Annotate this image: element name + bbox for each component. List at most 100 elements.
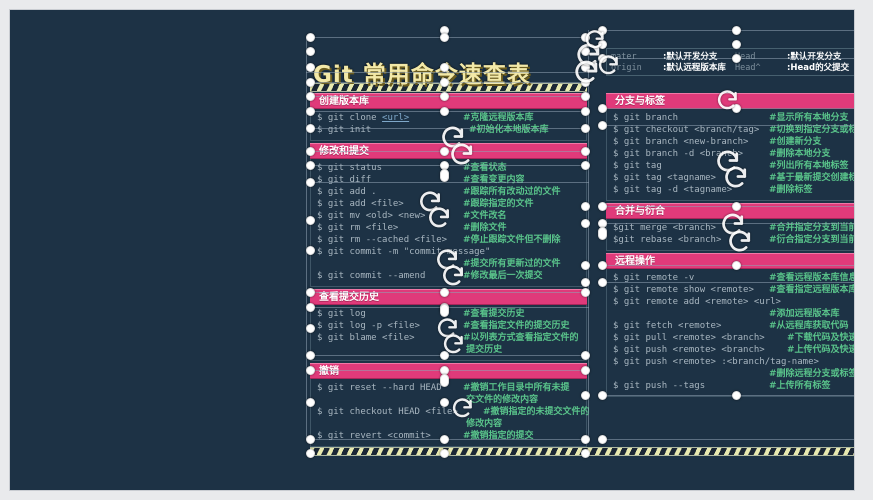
rotate-handle[interactable] (440, 263, 466, 289)
resize-handle[interactable] (305, 91, 315, 101)
resize-handle[interactable] (580, 160, 590, 170)
resize-handle[interactable] (439, 146, 449, 156)
resize-handle[interactable] (305, 160, 315, 170)
command-comment: #从远程库获取代码 (769, 321, 849, 331)
resize-handle-vertical[interactable] (597, 226, 607, 240)
section-header[interactable]: 创建版本库 (310, 93, 587, 109)
git-command: $git merge <branch> (613, 223, 716, 233)
rotate-handle[interactable] (417, 189, 443, 215)
resize-handle[interactable] (580, 46, 590, 56)
resize-handle[interactable] (305, 350, 315, 360)
resize-handle[interactable] (305, 106, 315, 116)
resize-handle[interactable] (731, 260, 741, 270)
section: 合并与衍合$git merge <branch>#合并指定分支到当前分支$git… (606, 203, 854, 251)
rotate-handle[interactable] (450, 396, 475, 421)
command-comment: #添加远程版本库 (769, 309, 840, 319)
resize-handle[interactable] (580, 260, 590, 270)
resize-handle[interactable] (597, 120, 607, 130)
rotate-handle[interactable] (448, 141, 475, 168)
git-command: $ git status (317, 163, 383, 173)
command-row: $ git push <remote> :<branch/tag-name> (607, 356, 854, 368)
rotate-handle[interactable] (715, 88, 740, 113)
rotate-handle[interactable] (435, 316, 460, 341)
resize-handle[interactable] (731, 390, 741, 400)
command-row: $ git pull <remote> <branch>#下载代码及快速合并 (607, 332, 854, 344)
resize-handle[interactable] (305, 365, 315, 375)
resize-handle[interactable] (439, 77, 449, 87)
resize-handle[interactable] (731, 201, 741, 211)
resize-handle[interactable] (731, 103, 741, 113)
rotate-handle[interactable] (426, 205, 452, 231)
cheatsheet-poster[interactable]: Git 常用命令速查表 mater :默认开发分支 Head :默认开发分支 o… (299, 31, 854, 456)
selection-guide (602, 58, 854, 59)
resize-handle[interactable] (305, 46, 315, 56)
resize-handle[interactable] (439, 106, 449, 116)
resize-handle[interactable] (439, 397, 449, 407)
resize-handle[interactable] (305, 215, 315, 225)
resize-handle[interactable] (305, 434, 315, 444)
rotate-handle[interactable] (583, 28, 606, 51)
resize-handle[interactable] (580, 91, 590, 101)
command-row: $ git rm --cached <file>#停止跟踪文件但不删除 (311, 234, 586, 246)
git-command: $ git tag (613, 161, 662, 171)
resize-handle[interactable] (597, 277, 607, 287)
rotate-handle[interactable] (726, 228, 753, 255)
resize-handle[interactable] (580, 218, 590, 228)
resize-handle[interactable] (597, 260, 607, 270)
resize-handle[interactable] (580, 390, 590, 400)
resize-handle[interactable] (580, 448, 590, 458)
resize-handle[interactable] (305, 245, 315, 255)
design-canvas[interactable]: Git 常用命令速查表 mater :默认开发分支 Head :默认开发分支 o… (9, 9, 855, 491)
resize-handle[interactable] (305, 77, 315, 87)
resize-handle[interactable] (305, 177, 315, 187)
resize-handle[interactable] (439, 350, 449, 360)
resize-handle-vertical[interactable] (439, 373, 449, 387)
resize-handle[interactable] (580, 123, 590, 133)
resize-handle[interactable] (580, 201, 590, 211)
resize-handle[interactable] (597, 201, 607, 211)
rotate-handle[interactable] (722, 164, 749, 191)
rotate-handle[interactable] (596, 53, 621, 78)
resize-handle[interactable] (439, 448, 449, 458)
resize-handle[interactable] (439, 91, 449, 101)
section-header[interactable]: 合并与衍合 (606, 203, 854, 219)
resize-handle[interactable] (305, 32, 315, 42)
resize-handle[interactable] (439, 32, 449, 42)
resize-handle[interactable] (305, 448, 315, 458)
rotate-handle[interactable] (441, 332, 466, 357)
section-header[interactable]: 撤销 (310, 363, 587, 379)
resize-handle[interactable] (580, 146, 590, 156)
resize-handle[interactable] (305, 146, 315, 156)
command-row: $ git commit -m "commit message" (311, 246, 586, 258)
resize-handle[interactable] (580, 350, 590, 360)
resize-handle[interactable] (597, 103, 607, 113)
resize-handle[interactable] (580, 106, 590, 116)
resize-handle[interactable] (305, 123, 315, 133)
resize-handle[interactable] (580, 434, 590, 444)
rotate-handle[interactable] (572, 58, 601, 87)
resize-handle[interactable] (305, 287, 315, 297)
resize-handle[interactable] (731, 39, 741, 49)
resize-handle[interactable] (305, 302, 315, 312)
resize-handle[interactable] (731, 53, 741, 63)
resize-handle[interactable] (597, 434, 607, 444)
resize-handle-vertical[interactable] (439, 303, 449, 317)
resize-handle[interactable] (305, 323, 315, 333)
git-command: $ git push <remote> :<branch/tag-name> (613, 357, 819, 367)
resize-handle[interactable] (305, 397, 315, 407)
resize-handle[interactable] (597, 390, 607, 400)
resize-handle[interactable] (439, 287, 449, 297)
resize-handle[interactable] (439, 434, 449, 444)
section-header[interactable]: 查看提交历史 (310, 289, 587, 305)
resize-handle[interactable] (439, 62, 449, 72)
resize-handle[interactable] (580, 32, 590, 42)
resize-handle-vertical[interactable] (439, 168, 449, 182)
resize-handle[interactable] (731, 25, 741, 35)
resize-handle[interactable] (305, 62, 315, 72)
rotate-handle[interactable] (439, 124, 466, 151)
command-row: #提交所有更新过的文件 (311, 258, 586, 270)
resize-handle[interactable] (580, 287, 590, 297)
command-row: $ git clone <url>#克隆远程版本库 (311, 112, 586, 124)
resize-handle[interactable] (580, 365, 590, 375)
resize-handle[interactable] (580, 277, 590, 287)
